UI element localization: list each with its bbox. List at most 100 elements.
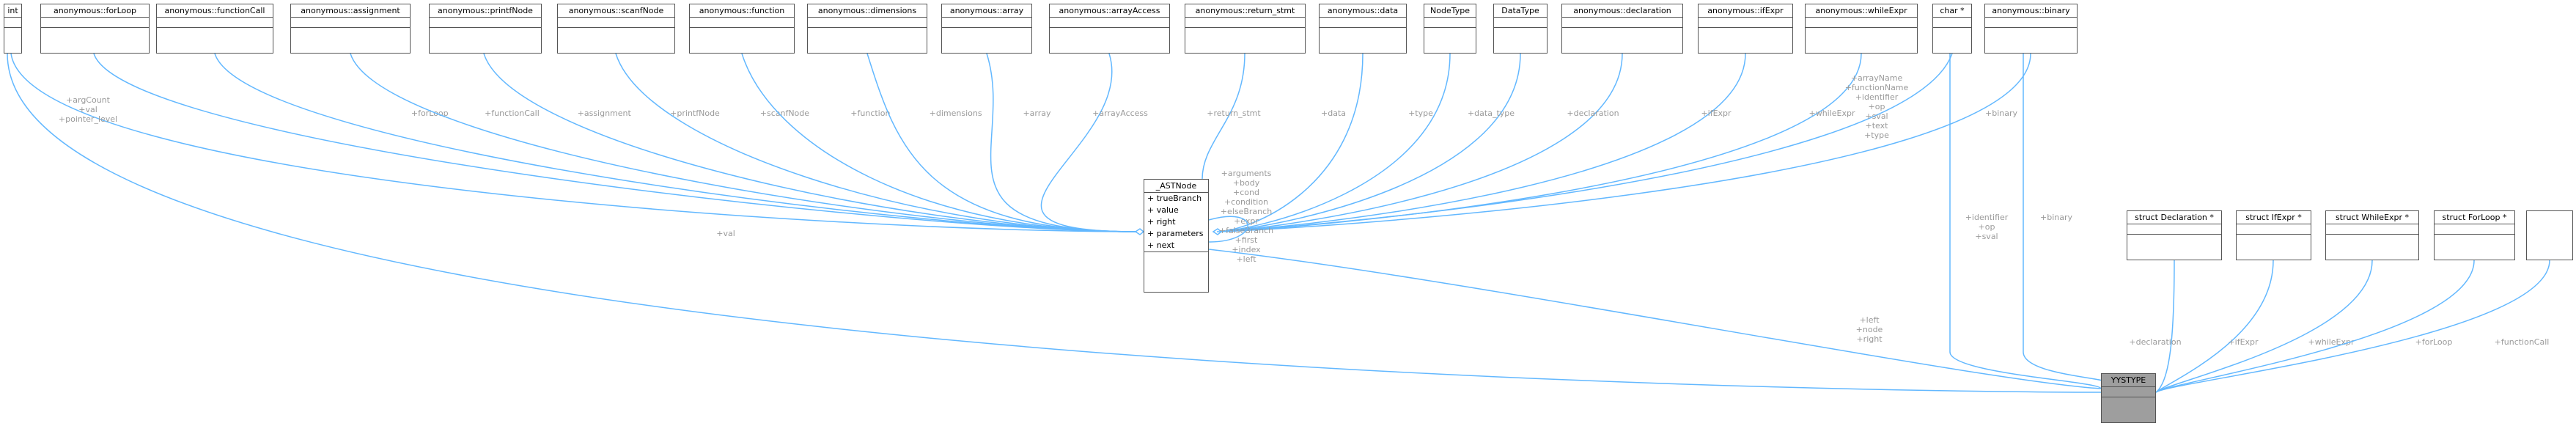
edge-label-astnode-self: +arguments	[1221, 169, 1272, 178]
edge-label-scanfNode: +scanfNode	[760, 109, 810, 118]
node-anonymous-dimensions[interactable]: anonymous::dimensions	[807, 4, 927, 54]
edge-label-WhileExpr: +whileExpr	[2308, 337, 2355, 347]
node-title: anonymous::function	[690, 4, 794, 18]
edge-arrayAccess	[1040, 53, 1137, 232]
edge-label-whileExpr: +whileExpr	[1808, 109, 1855, 118]
node-title: anonymous::ifExpr	[1699, 4, 1792, 18]
edge-label-astnode-yystype: +node	[1856, 325, 1883, 334]
node-anonymous-whileexpr[interactable]: anonymous::whileExpr	[1805, 4, 1918, 54]
edge-FunctionCall-yystype	[2155, 260, 2550, 393]
edge-label-functionCall: +functionCall	[485, 109, 540, 118]
node-anonymous-array[interactable]: anonymous::array	[941, 4, 1032, 54]
attribute-list: + trueBranch + value + right + parameter…	[1144, 193, 1208, 252]
edge-label-ifExpr: +ifExpr	[1701, 109, 1732, 118]
edge-label-astnode-self: +condition	[1224, 197, 1268, 207]
edge-label-astnode-self: +body	[1233, 178, 1260, 188]
node-anonymous-declaration[interactable]: anonymous::declaration	[1561, 4, 1683, 54]
node-anonymous-ifexpr[interactable]: anonymous::ifExpr	[1698, 4, 1793, 54]
node-anonymous-assignment[interactable]: anonymous::assignment	[290, 4, 411, 54]
edge-char-ast	[1216, 53, 1953, 232]
node-title: anonymous::whileExpr	[1806, 4, 1917, 18]
node-title: anonymous::declaration	[1562, 4, 1682, 18]
node-anonymous-function[interactable]: anonymous::function	[689, 4, 795, 54]
node-title: anonymous::array	[942, 4, 1031, 18]
edge-label-char-ast: +identifier	[1855, 92, 1899, 102]
node-anonymous-arrayaccess[interactable]: anonymous::arrayAccess	[1049, 4, 1170, 54]
node-title: NodeType	[1424, 4, 1476, 18]
edge-label-binary-yystype: +binary	[2040, 213, 2072, 222]
edge-label-forLoop: +forLoop	[411, 109, 449, 118]
edge-label-declaration: +declaration	[1567, 109, 1619, 118]
node-title: anonymous::binary	[1985, 4, 2077, 18]
node-title: struct WhileExpr *	[2326, 211, 2418, 224]
edge-label-int-yystype: +val	[716, 229, 735, 238]
edge-label-return_stmt: +return_stmt	[1207, 109, 1261, 118]
node-struct-whileexpr[interactable]: struct WhileExpr *	[2325, 210, 2419, 260]
node-struct-declaration[interactable]: struct Declaration *	[2127, 210, 2222, 260]
edge-label-NodeType: +type	[1408, 109, 1433, 118]
edge-data	[1216, 53, 1364, 232]
edge-label-char-ast: +type	[1864, 131, 1889, 140]
edge-forLoop	[93, 53, 1137, 232]
edge-label-char-ast: +arrayName	[1851, 73, 1903, 83]
edge-astnode-self	[1208, 216, 1248, 243]
node-anonymous-scanfnode[interactable]: anonymous::scanfNode	[557, 4, 675, 54]
edge-label-Declaration: +declaration	[2129, 337, 2181, 347]
node-struct-forloop[interactable]: struct ForLoop *	[2434, 210, 2515, 260]
edge-label-astnode-yystype: +right	[1856, 334, 1883, 344]
node-title: anonymous::assignment	[291, 4, 410, 18]
edge-label-char-yystype: +identifier	[1965, 213, 2009, 222]
node-title: anonymous::functionCall	[157, 4, 273, 18]
node-yystype[interactable]: YYSTYPE	[2101, 373, 2156, 423]
edge-label-data: +data	[1321, 109, 1346, 118]
node-struct-ifexpr[interactable]: struct IfExpr *	[2236, 210, 2311, 260]
edge-return_stmt	[1201, 53, 1245, 180]
edge-whileExpr	[1216, 53, 1862, 232]
edge-function	[741, 53, 1137, 232]
node-anonymous-data[interactable]: anonymous::data	[1319, 4, 1407, 54]
node-anonymous-return-stmt[interactable]: anonymous::return_stmt	[1185, 4, 1306, 54]
node-astnode[interactable]: _ASTNode + trueBranch + value + right + …	[1144, 179, 1209, 293]
node-title: _ASTNode	[1144, 180, 1208, 193]
edge-declaration	[1216, 53, 1623, 232]
node-nodetype[interactable]: NodeType	[1424, 4, 1476, 54]
node-anonymous-binary[interactable]: anonymous::binary	[1984, 4, 2078, 54]
edge-WhileExpr-yystype	[2155, 260, 2373, 393]
node-title: anonymous::return_stmt	[1185, 4, 1305, 18]
edge-int-yystype	[7, 53, 2102, 393]
edge-label-int-ast: +argCount	[66, 95, 111, 105]
node-title: DataType	[1494, 4, 1547, 18]
node-anonymous-functioncall[interactable]: anonymous::functionCall	[156, 4, 273, 54]
node-datatype[interactable]: DataType	[1493, 4, 1548, 54]
node-anonymous-forloop[interactable]: anonymous::forLoop	[40, 4, 150, 54]
node-anonymous-printfnode[interactable]: anonymous::printfNode	[429, 4, 542, 54]
edge-label-array: +array	[1023, 109, 1051, 118]
edge-label-function: +function	[850, 109, 890, 118]
edge-label-astnode-self: +index	[1232, 245, 1261, 254]
node-title: anonymous::scanfNode	[558, 4, 674, 18]
edge-assignment	[350, 53, 1137, 232]
edge-ForLoop-yystype	[2155, 260, 2475, 393]
node-struct-functioncall[interactable]	[2526, 210, 2573, 260]
node-title: anonymous::dimensions	[808, 4, 927, 18]
edge-binary	[1216, 53, 2031, 232]
edge-label-astnode-self: +first	[1235, 235, 1258, 245]
edge-label-int-ast: +val	[78, 105, 97, 114]
node-title: struct ForLoop *	[2435, 211, 2514, 224]
attribute: + value	[1147, 205, 1179, 215]
edge-IfExpr-yystype	[2155, 260, 2274, 393]
attribute: + trueBranch	[1147, 194, 1202, 203]
edge-label-char-yystype: +op	[1979, 222, 1995, 232]
edge-label-astnode-self: +elseBranch	[1221, 207, 1272, 216]
edge-int-ast	[10, 53, 1137, 232]
edge-label-FunctionCall: +functionCall	[2495, 337, 2550, 347]
edge-functionCall	[214, 53, 1137, 232]
edge-array	[986, 53, 1137, 232]
node-title: int	[4, 4, 21, 18]
node-int[interactable]: int	[4, 4, 22, 54]
node-title: anonymous::arrayAccess	[1050, 4, 1169, 18]
edge-label-DataType: +data_type	[1468, 109, 1515, 118]
node-char-pointer[interactable]: char *	[1932, 4, 1972, 54]
edge-printfNode	[483, 53, 1137, 232]
